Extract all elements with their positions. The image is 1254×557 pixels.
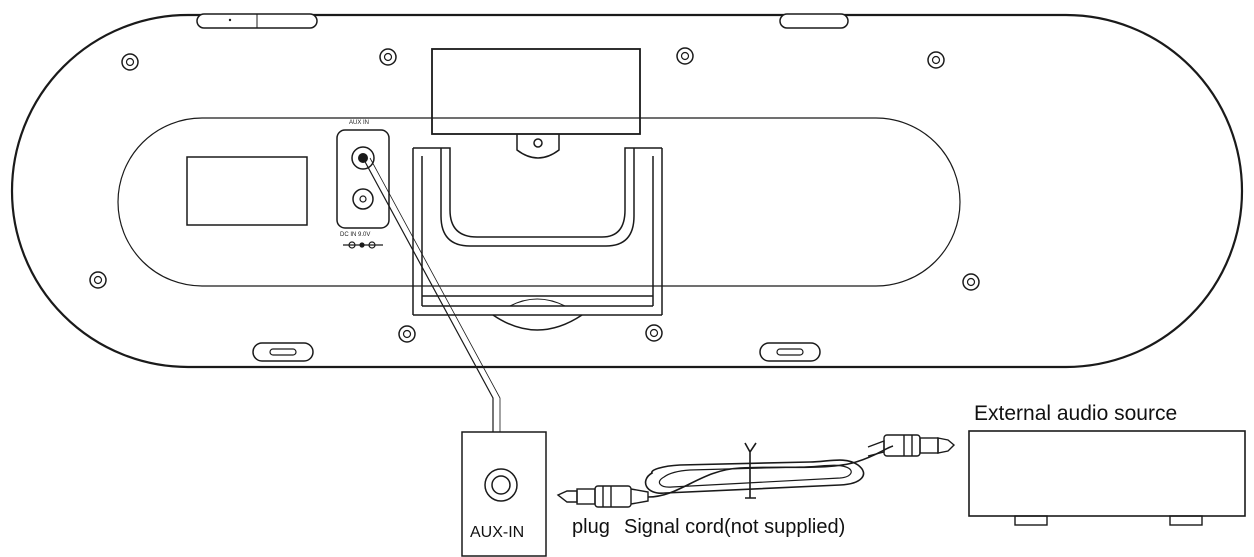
screw-icon (927, 51, 945, 69)
dc-polarity-icon (343, 241, 383, 249)
source-foot-right (1169, 515, 1203, 526)
screw-icon (676, 47, 694, 65)
screw-icon (645, 324, 663, 342)
connector-panel (336, 129, 390, 229)
aux-in-label: AUX-IN (470, 524, 524, 541)
screw-icon (398, 325, 416, 343)
aux-in-jack (351, 146, 375, 170)
speaker-outer-body (10, 13, 1244, 369)
dc-in-jack (352, 188, 374, 210)
plug-right-icon (867, 434, 956, 457)
dc-panel-label: DC IN 9.0V (340, 232, 370, 238)
cable-tie (744, 442, 757, 499)
speaker-inner-recess (117, 117, 961, 287)
rating-label (186, 156, 308, 226)
plug-label: plug (572, 516, 610, 538)
screws (89, 47, 980, 343)
screw-icon (89, 271, 107, 289)
source-foot-left (1014, 515, 1048, 526)
screw-icon (379, 48, 397, 66)
callout-line (362, 157, 494, 432)
aux-in-detail (461, 431, 547, 557)
foot-slot-right (759, 342, 821, 362)
screw-icon (533, 138, 543, 148)
folding-stand (412, 147, 663, 331)
signal-cord (556, 434, 956, 508)
external-audio-source (968, 430, 1246, 526)
external-source-label: External audio source (974, 402, 1177, 425)
signal-cord-label: Signal cord(not supplied) (624, 516, 845, 538)
aux-panel-label: AUX IN (349, 120, 369, 126)
aux-in-detail-jack (484, 468, 518, 502)
top-tab-right (779, 13, 849, 29)
foot-slot-left (252, 342, 314, 362)
cable (647, 445, 894, 498)
top-compartment (431, 48, 641, 135)
compartment-latch (516, 134, 560, 159)
plug-left-icon (556, 485, 649, 508)
speaker-unit (10, 13, 1244, 369)
screw-icon (962, 273, 980, 291)
screw-icon (121, 53, 139, 71)
